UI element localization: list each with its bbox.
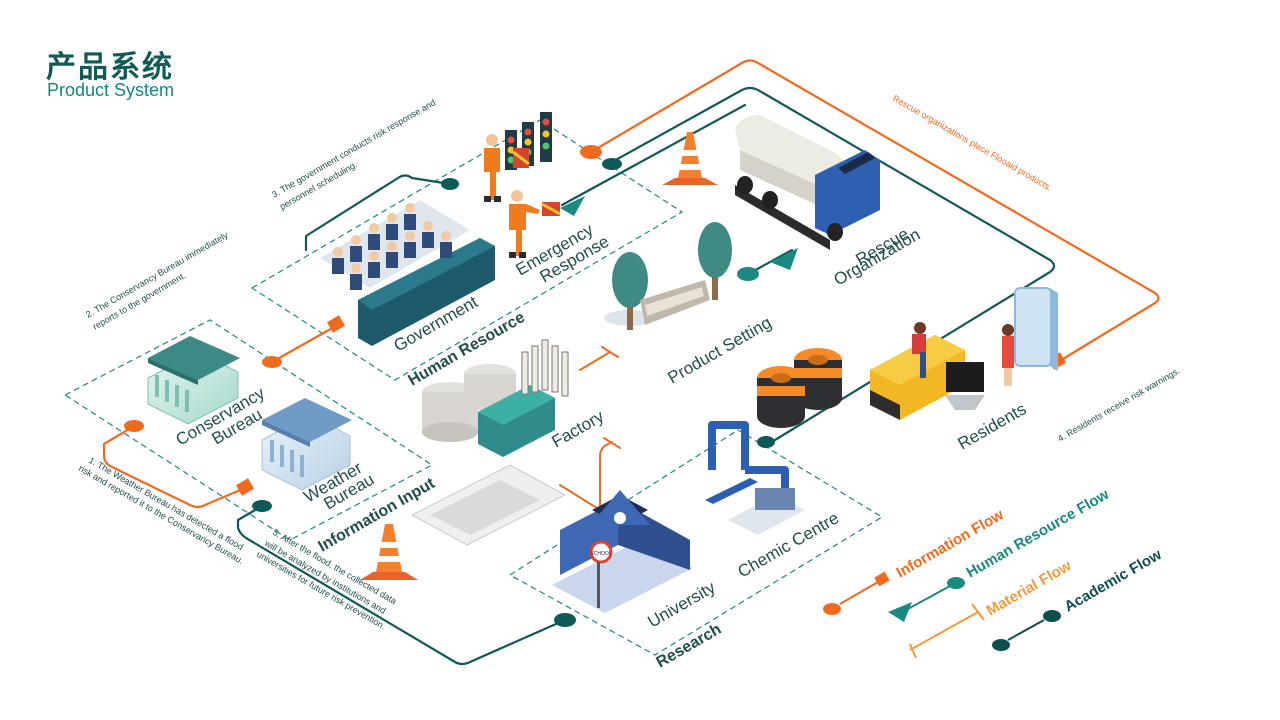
- residents-illustration: [870, 287, 1058, 420]
- note-1a: 1. The Weather Bureau has detected a flo…: [87, 455, 245, 552]
- legend-academic-flow-label: Academic Flow: [1062, 546, 1165, 615]
- flood-barrier-rolls-illustration: [757, 348, 842, 428]
- school-sign-text: SCHOOL: [590, 551, 611, 557]
- note-4: 4. Residents receive risk warnings.: [1056, 366, 1181, 444]
- information-flow-outer: [589, 59, 1160, 364]
- note-rescue: Rescue organizations place Flooaid produ…: [891, 93, 1054, 193]
- human-flow-response: [560, 103, 747, 207]
- academic-flow-research: [236, 504, 567, 666]
- page-title-cn: 产品系统: [46, 50, 174, 85]
- dashed-zones: [63, 119, 884, 656]
- label-research: Research: [654, 621, 725, 672]
- human-flow-gov: [304, 174, 452, 252]
- info-flow-weather-conservancy: [102, 424, 247, 509]
- factory-illustration: [422, 339, 569, 457]
- material-flow-factory: [579, 346, 619, 371]
- traffic-lights-illustration: [505, 112, 552, 170]
- traffic-cone-icon-2: [360, 524, 418, 580]
- note-1b: risk and reported it to the Conservancy …: [77, 463, 245, 566]
- emergency-workers-illustration: [484, 134, 561, 258]
- zone-research: [508, 429, 884, 656]
- label-factory: Factory: [549, 406, 608, 451]
- note-2a: 2. The Conservancy Bureau immediately: [84, 230, 230, 320]
- traffic-cone-icon: [662, 132, 718, 185]
- weather-bureau-illustration: [261, 398, 352, 491]
- university-illustration: SCHOOL: [552, 490, 693, 613]
- academic-flow-inner: [610, 86, 1056, 442]
- zone-human-resource: [250, 119, 684, 381]
- legend-human-resource-flow-label: Human Resource Flow: [964, 486, 1113, 582]
- info-flow-conservancy-gov: [270, 324, 338, 364]
- product-setting-illustration: [604, 222, 732, 330]
- map-data-illustration: [410, 464, 567, 546]
- chemic-centre-illustration: [705, 421, 805, 535]
- page-title-en: Product System: [47, 80, 175, 100]
- legend-material-flow: Material Flow: [909, 557, 1075, 659]
- label-rescue-2: Organization: [831, 225, 924, 290]
- rescue-truck-illustration: [735, 115, 880, 250]
- material-flow-research: [559, 437, 621, 511]
- legend: Information Flow Human Resource Flow Mat…: [823, 486, 1165, 659]
- conservancy-bureau-illustration: [147, 336, 240, 425]
- note-3a: 3. The government conducts risk response…: [270, 97, 437, 199]
- flow-nodes: [124, 145, 1067, 627]
- government-illustration: [320, 200, 495, 346]
